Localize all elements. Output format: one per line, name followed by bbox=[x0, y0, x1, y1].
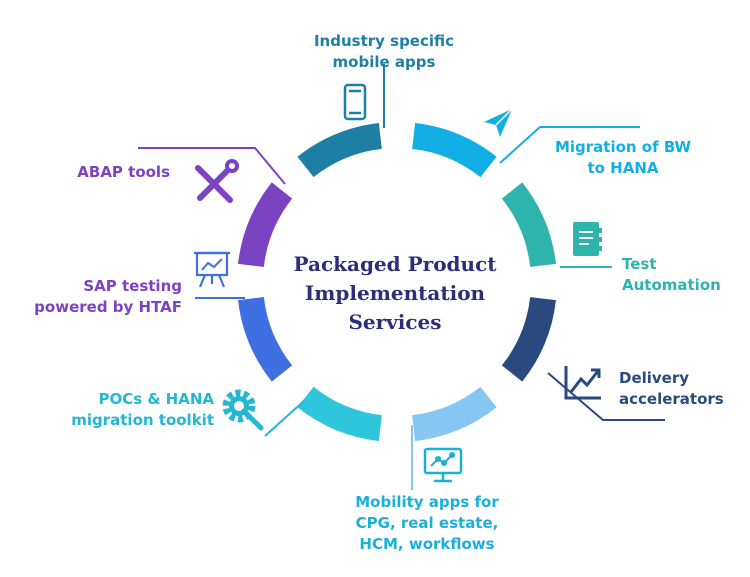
label-delivery: Delivery accelerators bbox=[619, 369, 724, 408]
center-title: Packaged Product Implementation Services bbox=[275, 250, 515, 337]
center-title-line-3: Services bbox=[348, 310, 442, 334]
presentation-board-icon bbox=[194, 251, 230, 288]
ring-segment-pocs bbox=[297, 386, 383, 441]
label-industry: Industry specific mobile apps bbox=[313, 32, 455, 71]
connector-migration-bw bbox=[499, 126, 640, 164]
label-migration-bw: Migration of BW to HANA bbox=[554, 138, 692, 177]
ring-segment-migration-bw bbox=[411, 123, 497, 178]
label-test-automation: Test Automation bbox=[622, 255, 721, 294]
ring-segment-abap bbox=[238, 182, 293, 268]
label-pocs: POCs & HANA migration toolkit bbox=[71, 390, 214, 429]
ring-segment-sap-testing bbox=[238, 296, 293, 382]
ring-segment-test-automation bbox=[501, 182, 556, 268]
label-sap-testing: SAP testing powered by HTAF bbox=[34, 277, 182, 316]
label-mobility: Mobility apps for CPG, real estate, HCM,… bbox=[355, 493, 499, 553]
center-title-line-2: Implementation bbox=[304, 281, 486, 305]
ring bbox=[238, 123, 556, 441]
trend-chart-icon bbox=[564, 366, 601, 400]
label-abap: ABAP tools bbox=[77, 163, 170, 181]
notebook-icon bbox=[573, 222, 602, 256]
ring-segment-delivery bbox=[501, 296, 556, 382]
mobile-phone-icon bbox=[343, 83, 367, 121]
monitor-chart-icon bbox=[423, 447, 463, 483]
center-title-line-1: Packaged Product bbox=[293, 252, 497, 276]
ring-segment-industry bbox=[297, 123, 383, 178]
connector-pocs bbox=[264, 399, 306, 437]
connector-abap bbox=[138, 147, 286, 185]
gear-wrench-icon bbox=[222, 389, 264, 431]
paper-plane-icon bbox=[484, 108, 513, 137]
tools-icon bbox=[195, 159, 239, 203]
ring-segment-mobility bbox=[411, 386, 497, 441]
